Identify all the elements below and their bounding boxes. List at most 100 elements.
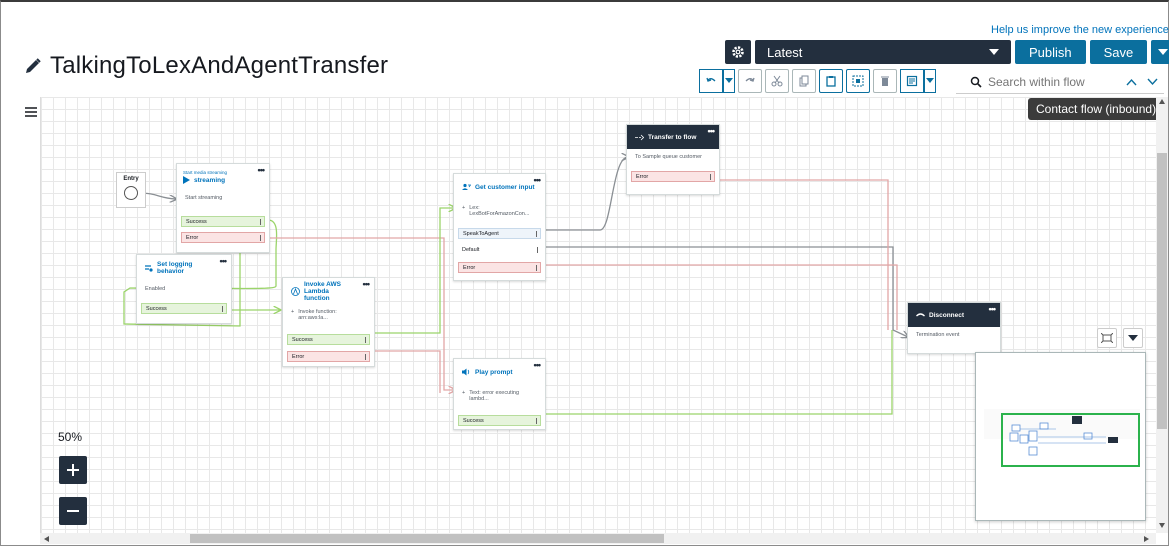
block-menu-icon[interactable]: ••• [219, 256, 228, 266]
top-action-bar: Latest Publish Save [725, 40, 1169, 64]
undo-group [699, 69, 735, 93]
chevron-up-icon[interactable] [1126, 78, 1137, 86]
block-header: Get customer input ••• [454, 174, 545, 200]
hamburger-icon [25, 107, 37, 117]
block-body: + Text: error executing lambd... [454, 385, 545, 407]
save-options-button[interactable] [1151, 40, 1169, 64]
plus-icon: + [462, 390, 466, 396]
block-title-row: streaming [183, 176, 225, 184]
branch-error[interactable]: Error [458, 262, 541, 273]
block-body-text: Text: error executing lambd... [469, 390, 520, 402]
chevron-down-icon [1128, 335, 1138, 341]
cut-button[interactable] [765, 69, 789, 93]
flow-search [956, 70, 1164, 94]
block-body: + Lex: LexBotForAmazonCon... [454, 200, 545, 222]
branch-speak-to-agent[interactable]: SpeakToAgent [458, 228, 541, 239]
block-title: streaming [194, 176, 226, 184]
publish-button[interactable]: Publish [1015, 40, 1086, 64]
minimap-toggle-button[interactable] [1123, 328, 1143, 348]
transfer-icon [635, 134, 644, 140]
undo-menu-button[interactable] [723, 69, 735, 93]
redo-button[interactable] [738, 69, 762, 93]
block-play-prompt[interactable]: Play prompt ••• + Text: error executing … [453, 358, 546, 430]
plus-icon: + [462, 205, 466, 211]
plus-icon: + [291, 309, 295, 315]
settings-button[interactable] [725, 40, 751, 64]
branch-success[interactable]: Success [141, 303, 227, 314]
entry-point[interactable]: Entry [116, 172, 146, 208]
entry-ring-icon [124, 186, 138, 200]
block-get-input[interactable]: Get customer input ••• + Lex: LexBotForA… [453, 173, 546, 281]
block-body-text: Invoke function: arn:aws:la... [298, 309, 337, 321]
lambda-icon [291, 286, 300, 296]
block-body: Enabled [145, 286, 166, 292]
branch-error[interactable]: Error [287, 351, 370, 362]
delete-button[interactable] [873, 69, 897, 93]
version-select[interactable]: Latest [755, 40, 1011, 64]
notes-button[interactable] [900, 69, 924, 93]
branch-error[interactable]: Error [631, 171, 715, 182]
disconnect-icon [916, 313, 925, 317]
notes-icon [906, 75, 918, 87]
flow-type-tooltip: Contact flow (inbound) [1028, 98, 1165, 120]
block-title: Play prompt [475, 368, 513, 376]
scroll-up-icon[interactable] [1159, 99, 1165, 104]
search-icon [970, 76, 982, 88]
scissors-icon [771, 75, 783, 87]
paste-button[interactable] [819, 69, 843, 93]
gear-icon [732, 46, 744, 58]
block-body: Start streaming [185, 195, 223, 201]
block-menu-icon[interactable]: ••• [707, 126, 716, 136]
fit-view-button[interactable] [1097, 328, 1117, 348]
block-invoke-lambda[interactable]: Invoke AWS Lambda function ••• + Invoke … [282, 277, 375, 367]
scroll-right-icon[interactable] [1144, 536, 1149, 542]
plus-icon [67, 464, 79, 476]
fit-view-icon [1101, 333, 1113, 343]
menu-button[interactable] [25, 104, 37, 122]
select-all-button[interactable] [846, 69, 870, 93]
block-transfer-flow[interactable]: Transfer to flow ••• To Sample queue cus… [626, 124, 720, 195]
block-menu-icon[interactable]: ••• [533, 360, 542, 370]
pencil-icon[interactable] [24, 57, 42, 75]
block-title: Transfer to flow [648, 133, 697, 141]
copy-button[interactable] [792, 69, 816, 93]
block-set-logging[interactable]: Set logging behavior ••• Enabled Success [136, 254, 232, 324]
redo-icon [745, 77, 755, 82]
block-menu-icon[interactable]: ••• [533, 175, 542, 185]
minimap[interactable] [975, 352, 1146, 521]
block-menu-icon[interactable]: ••• [257, 165, 266, 175]
scroll-left-icon[interactable] [44, 536, 49, 542]
chevron-down-icon [1158, 49, 1169, 55]
save-button[interactable]: Save [1089, 40, 1148, 64]
zoom-level: 50% [58, 430, 83, 444]
scroll-thumb[interactable] [1157, 153, 1167, 429]
zoom-out-button[interactable] [59, 497, 87, 525]
block-disconnect[interactable]: Disconnect ••• Termination event [907, 302, 1001, 354]
scroll-thumb[interactable] [190, 534, 664, 543]
branch-success[interactable]: Success [287, 334, 370, 345]
undo-button[interactable] [699, 69, 723, 93]
logging-icon [145, 265, 153, 272]
notes-menu-button[interactable] [924, 69, 936, 93]
vertical-scrollbar[interactable] [1156, 97, 1168, 533]
block-start-streaming[interactable]: Start media streaming streaming ••• Star… [176, 163, 270, 253]
block-header: Invoke AWS Lambda function ••• [283, 278, 374, 304]
branch-default[interactable]: Default [458, 245, 541, 256]
block-body: Termination event [916, 332, 960, 338]
zoom-in-button[interactable] [59, 456, 87, 484]
block-menu-icon[interactable]: ••• [988, 304, 997, 314]
select-all-icon [852, 75, 864, 87]
chevron-down-icon[interactable] [1147, 78, 1158, 86]
branch-success[interactable]: Success [458, 415, 541, 426]
flow-title[interactable]: TalkingToLexAndAgentTransfer [50, 52, 389, 79]
scroll-down-icon[interactable] [1159, 523, 1165, 528]
block-header: Transfer to flow ••• [627, 125, 719, 149]
block-menu-icon[interactable]: ••• [362, 279, 371, 289]
search-input[interactable] [988, 74, 1118, 89]
branch-error[interactable]: Error [181, 232, 265, 243]
block-title: Get customer input [475, 183, 535, 191]
minus-icon [67, 510, 79, 512]
help-improve-link[interactable]: Help us improve the new experience [991, 24, 1169, 36]
branch-success[interactable]: Success [181, 216, 265, 227]
horizontal-scrollbar[interactable] [40, 533, 1156, 544]
